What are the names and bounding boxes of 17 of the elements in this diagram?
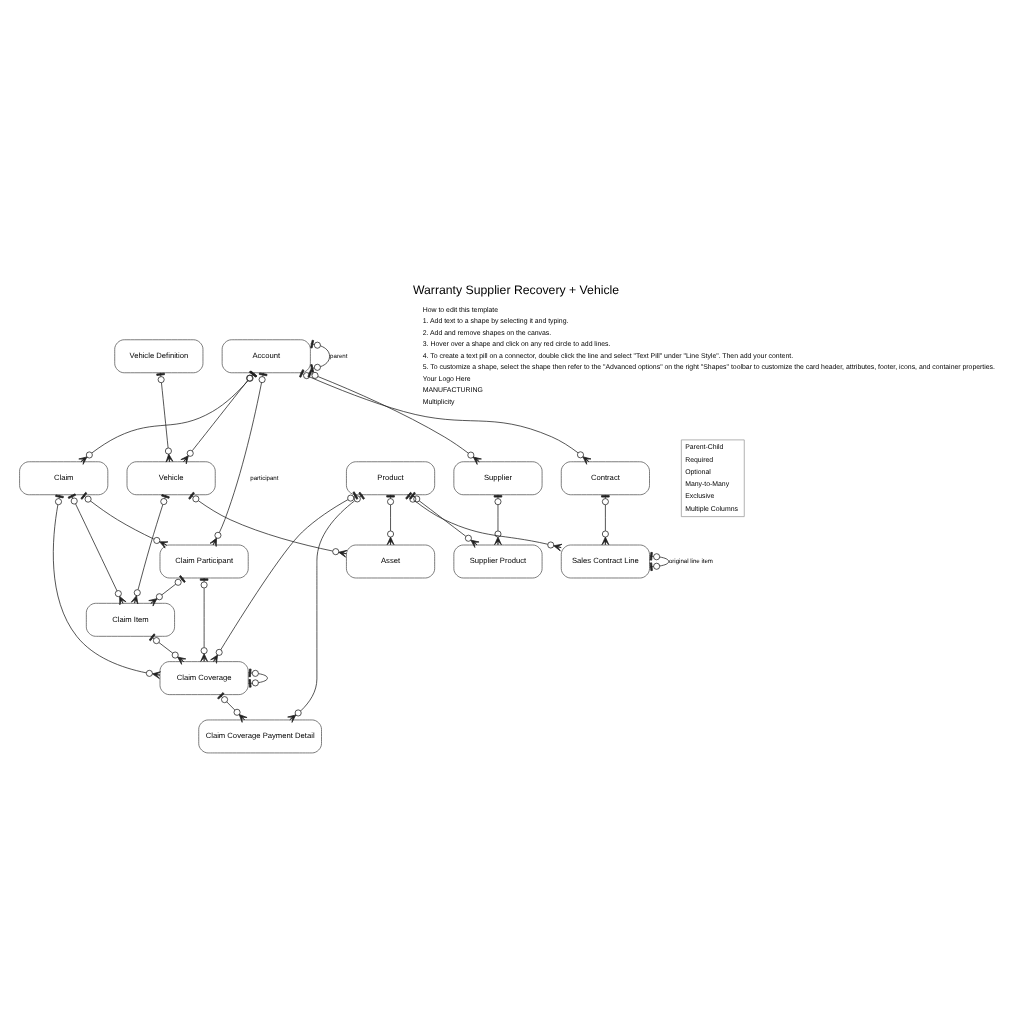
connector — [52, 493, 161, 678]
connector — [78, 369, 258, 464]
connector — [649, 551, 670, 570]
connector — [67, 492, 127, 605]
connector — [493, 493, 503, 545]
connector — [386, 493, 395, 545]
connector — [248, 667, 268, 687]
connector — [199, 576, 209, 661]
connector — [209, 371, 268, 546]
connector — [156, 371, 174, 462]
connector — [80, 490, 169, 548]
connector — [148, 574, 186, 606]
connector — [130, 493, 170, 604]
connector — [188, 490, 348, 557]
connector — [180, 369, 257, 464]
connector — [601, 493, 610, 545]
connector — [148, 632, 187, 664]
